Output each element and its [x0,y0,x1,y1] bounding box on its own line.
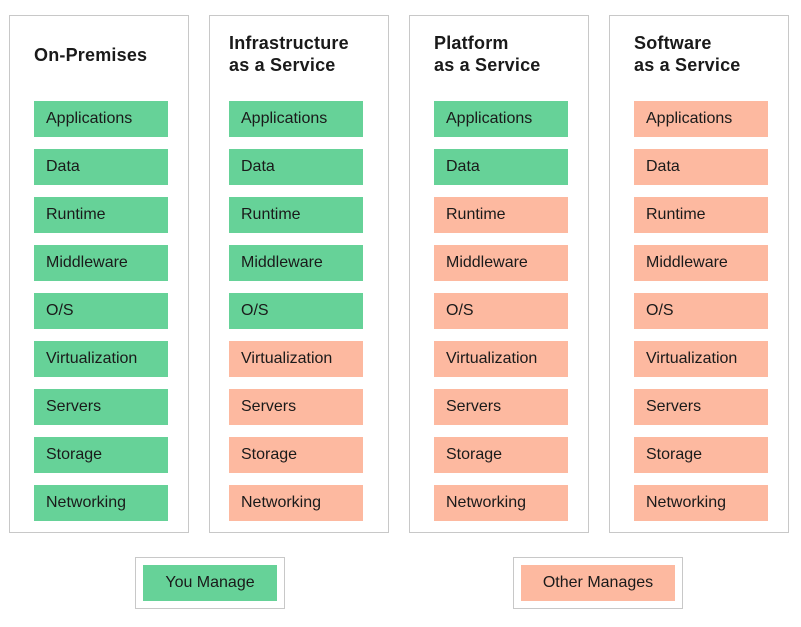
legend-you-manage: You Manage [135,557,285,609]
column-paas: Platform as a Service Applications Data … [409,15,589,533]
layer-servers: Servers [434,389,568,425]
layer-middleware: Middleware [229,245,363,281]
layer-os: O/S [229,293,363,329]
column-on-premises: On-Premises Applications Data Runtime Mi… [9,15,189,533]
layer-applications: Applications [434,101,568,137]
legend-you-manage-label: You Manage [143,565,277,601]
layer-runtime: Runtime [229,197,363,233]
column-title: On-Premises [34,45,148,65]
layer-data: Data [634,149,768,185]
column-iaas: Infrastructure as a Service Applications… [209,15,389,533]
layer-storage: Storage [34,437,168,473]
column-saas: Software as a Service Applications Data … [609,15,789,533]
layer-storage: Storage [229,437,363,473]
layer-os: O/S [434,293,568,329]
legend-other-manages-label: Other Manages [521,565,675,601]
layer-runtime: Runtime [434,197,568,233]
layer-os: O/S [34,293,168,329]
legend-other-manages: Other Manages [513,557,683,609]
layer-data: Data [229,149,363,185]
layer-servers: Servers [229,389,363,425]
layer-virtualization: Virtualization [34,341,168,377]
layer-applications: Applications [34,101,168,137]
layer-data: Data [434,149,568,185]
layer-middleware: Middleware [634,245,768,281]
layer-networking: Networking [434,485,568,521]
layer-applications: Applications [634,101,768,137]
layer-networking: Networking [34,485,168,521]
layer-networking: Networking [229,485,363,521]
layer-middleware: Middleware [34,245,168,281]
layer-runtime: Runtime [34,197,168,233]
layer-applications: Applications [229,101,363,137]
layer-virtualization: Virtualization [229,341,363,377]
layer-runtime: Runtime [634,197,768,233]
layer-storage: Storage [634,437,768,473]
layer-os: O/S [634,293,768,329]
column-title: Infrastructure as a Service [229,33,349,75]
column-title: Platform as a Service [434,33,541,75]
layer-virtualization: Virtualization [634,341,768,377]
column-title: Software as a Service [634,33,741,75]
layer-servers: Servers [634,389,768,425]
layer-middleware: Middleware [434,245,568,281]
layer-storage: Storage [434,437,568,473]
layer-data: Data [34,149,168,185]
layer-networking: Networking [634,485,768,521]
layer-virtualization: Virtualization [434,341,568,377]
layer-servers: Servers [34,389,168,425]
